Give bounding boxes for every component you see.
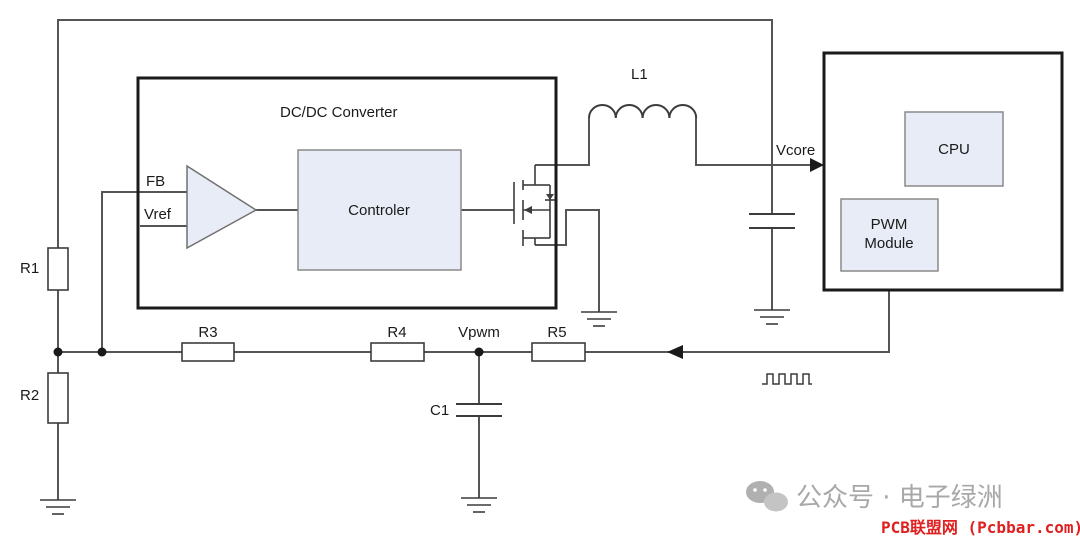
watermark-text: 公众号 · 电子绿洲 (796, 483, 1003, 513)
junction-dots (53, 347, 484, 357)
pwm-direction-arrow-icon (667, 345, 683, 359)
r4-label: R4 (387, 324, 406, 341)
cpu-system-box (822, 51, 1064, 292)
cpu-block (904, 111, 1004, 187)
pwm-module-block (840, 198, 939, 272)
error-amplifier-icon (186, 164, 258, 250)
pwm-module-label-line1: PWM (871, 216, 908, 233)
cpu-label: CPU (938, 141, 970, 158)
ground-symbol-icon (40, 499, 76, 515)
inductor-to-vcore-wire (695, 118, 810, 166)
controller-block (297, 149, 462, 271)
circuit-wires (57, 19, 890, 500)
resistor-r3 (181, 342, 235, 362)
dcdc-converter-title: DC/DC Converter (280, 104, 398, 121)
r5-label: R5 (547, 324, 566, 341)
ground-symbol-icon (581, 311, 617, 327)
resistor-r1 (47, 247, 69, 291)
r2-label: R2 (20, 387, 39, 404)
dcdc-converter-box (136, 76, 558, 310)
inductor-label: L1 (631, 66, 648, 83)
r3-label: R3 (198, 324, 217, 341)
resistor-r4 (370, 342, 425, 362)
vcore-label: Vcore (776, 142, 815, 159)
vref-label: Vref (144, 206, 172, 223)
pwm-signal-wire (585, 290, 890, 353)
r1-label: R1 (20, 260, 39, 277)
switch-source-wire (535, 209, 600, 312)
inductor-l1-icon (588, 104, 698, 119)
pwm-waveform-icon (762, 373, 812, 385)
fb-label: FB (146, 173, 165, 190)
ground-symbol-icon (754, 309, 790, 325)
fb-wire (101, 191, 187, 352)
capacitor-c1-icon (456, 403, 502, 417)
vpwm-label: Vpwm (458, 324, 500, 341)
controller-label: Controler (348, 202, 410, 219)
pwm-module-label-line2: Module (864, 235, 913, 252)
switch-to-inductor-wire (535, 118, 590, 166)
ground-symbol-icon (461, 497, 497, 513)
watermark: 公众号 · 电子绿洲 (746, 481, 1003, 513)
vcore-feedback-wire (57, 19, 773, 248)
vcore-arrow-icon (810, 158, 824, 172)
c1-label: C1 (430, 402, 449, 419)
resistor-r5 (531, 342, 586, 362)
mosfet-switch-icon (513, 165, 555, 246)
wechat-icon (746, 481, 788, 512)
site-credit: PCB联盟网 (Pcbbar.com) (881, 518, 1080, 537)
resistor-r2 (47, 372, 69, 424)
output-capacitor-icon (749, 213, 795, 229)
